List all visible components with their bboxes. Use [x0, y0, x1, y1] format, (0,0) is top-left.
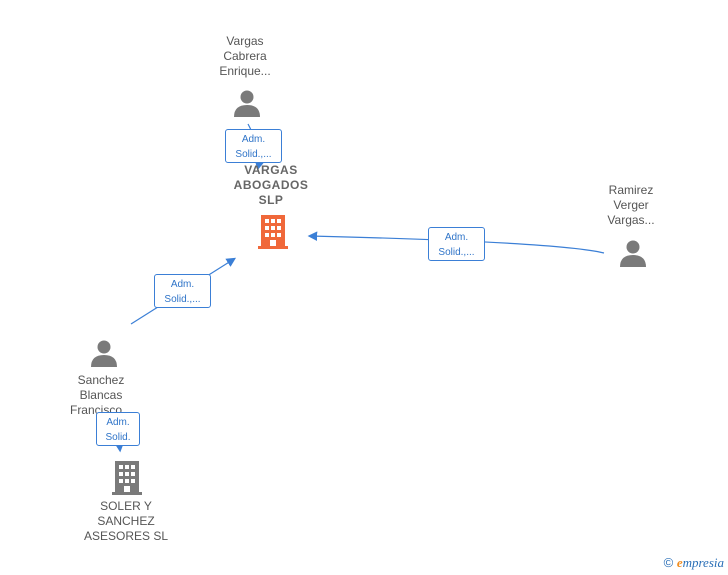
person-icon [234, 90, 260, 117]
node-soler-sanchez[interactable]: SOLER Y SANCHEZ ASESORES SL [70, 499, 182, 544]
edge-ramirez-to-vargas-abogados [307, 231, 605, 254]
edge-badge-sanchez-soler[interactable]: Adm. Solid. [96, 412, 140, 446]
edge-badge-ramirez[interactable]: Adm. Solid.,... [428, 227, 485, 261]
building-icon [112, 461, 142, 495]
brand-logo: empresia [676, 555, 724, 570]
node-label: Vargas Cabrera Enrique... [219, 34, 271, 78]
copyright-icon: © [663, 555, 674, 570]
node-vargas-abogados[interactable]: VARGAS ABOGADOS SLP [222, 163, 320, 208]
node-label: SOLER Y SANCHEZ ASESORES SL [83, 499, 169, 543]
node-vargas-cabrera[interactable]: Vargas Cabrera Enrique... [200, 34, 290, 79]
edge-badge-label: Adm. Solid. [105, 417, 131, 443]
node-label: Ramirez Verger Vargas... [607, 183, 655, 227]
edge-badge-label: Adm. Solid.,... [235, 134, 272, 160]
edge-badge-label: Adm. Solid.,... [438, 232, 475, 258]
building-icon [258, 215, 288, 249]
edge-badge-vargas-cabrera[interactable]: Adm. Solid.,... [225, 129, 282, 163]
person-icon [620, 240, 646, 267]
person-icon [91, 340, 117, 367]
edge-badge-sanchez-vargas[interactable]: Adm. Solid.,... [154, 274, 211, 308]
node-label: VARGAS ABOGADOS SLP [233, 163, 309, 207]
edge-badge-label: Adm. Solid.,... [164, 279, 201, 305]
node-ramirez-verger[interactable]: Ramirez Verger Vargas... [586, 183, 676, 228]
footer-brand[interactable]: © empresia [664, 555, 724, 571]
